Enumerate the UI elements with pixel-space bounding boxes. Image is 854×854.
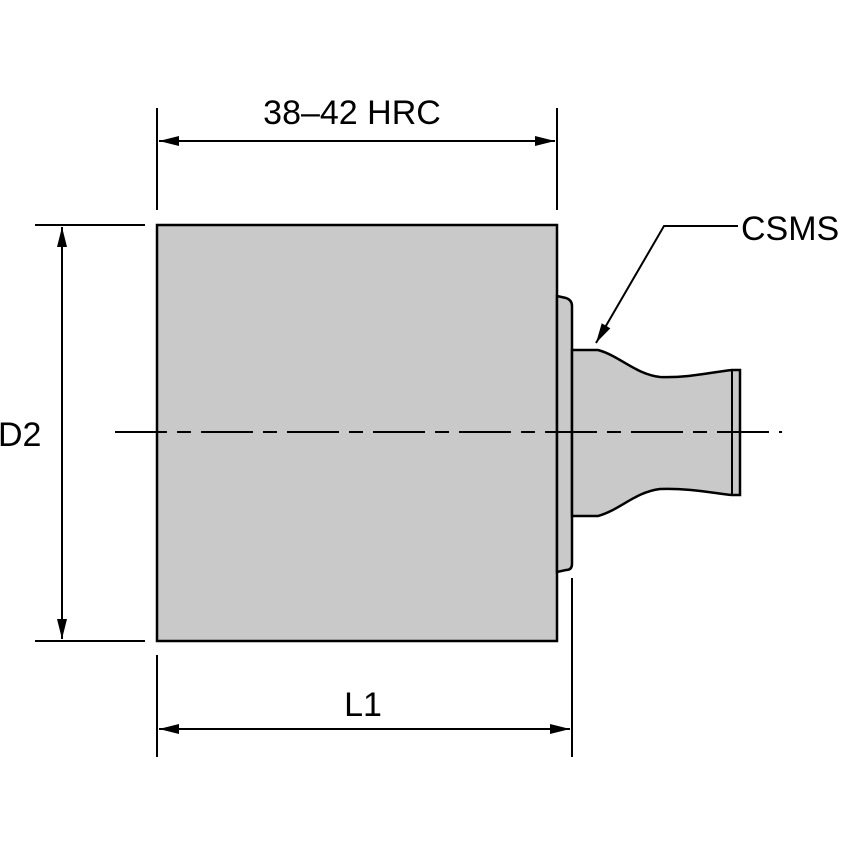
csms-label: CSMS	[741, 210, 839, 248]
length-label: L1	[344, 686, 382, 724]
diameter-label: D2	[0, 416, 41, 454]
csms-leader	[595, 225, 738, 344]
hardness-label: 38–42 HRC	[263, 94, 441, 132]
flange-collar	[555, 294, 574, 574]
